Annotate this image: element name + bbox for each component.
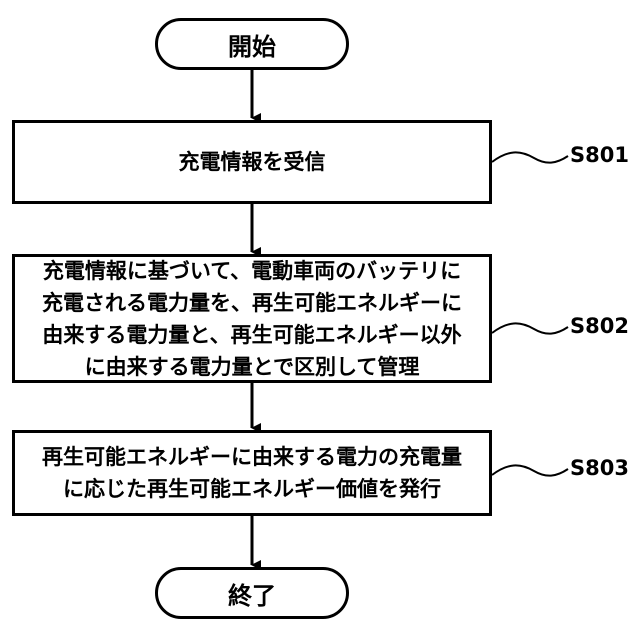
step-s801-label: S801 (570, 143, 629, 167)
step-s803-box: 再生可能エネルギーに由来する電力の充電量 に応じた再生可能エネルギー価値を発行 (12, 430, 492, 516)
step-s802-box: 充電情報に基づいて、電動車両のバッテリに 充電される電力量を、再生可能エネルギー… (12, 254, 492, 383)
step-s802-line: 充電情報に基づいて、電動車両のバッテリに (42, 255, 462, 287)
start-label: 開始 (228, 27, 276, 62)
step-s803-line: に応じた再生可能エネルギー価値を発行 (42, 473, 462, 505)
step-s803-label: S803 (570, 456, 629, 480)
leader-s803 (492, 465, 568, 475)
end-label: 終了 (228, 576, 276, 611)
leader-s801 (492, 152, 568, 162)
step-s802-line: 由来する電力量と、再生可能エネルギー以外 (42, 319, 462, 351)
step-s803-line: 再生可能エネルギーに由来する電力の充電量 (42, 441, 462, 473)
step-s802-line: に由来する電力量とで区別して管理 (42, 351, 462, 383)
step-s801-line: 充電情報を受信 (179, 146, 326, 178)
leader-s802 (492, 323, 568, 333)
step-s802-line: 充電される電力量を、再生可能エネルギーに (42, 287, 462, 319)
start-terminal: 開始 (155, 18, 349, 70)
step-s801-box: 充電情報を受信 (12, 120, 492, 204)
end-terminal: 終了 (155, 567, 349, 619)
step-s802-label: S802 (570, 314, 629, 338)
